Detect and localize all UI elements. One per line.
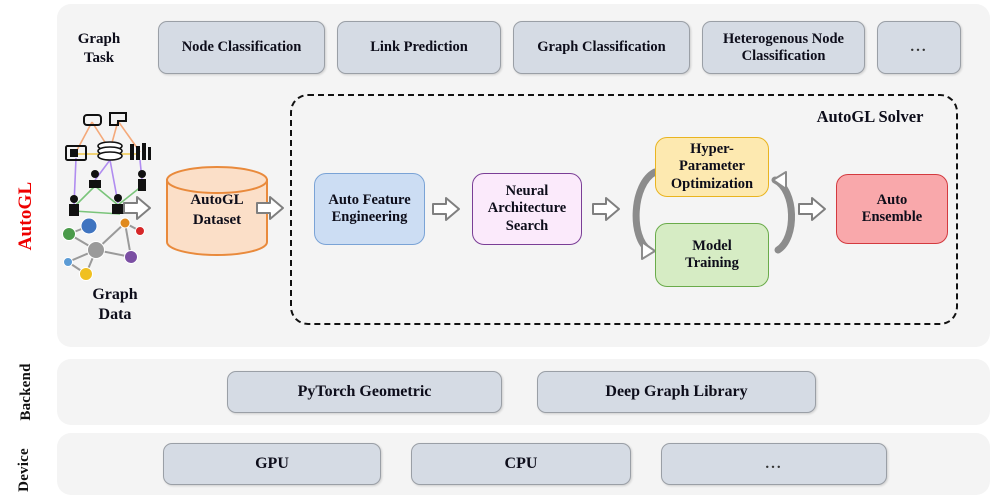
task-chip-heterogenous-node-classification[interactable]: Heterogenous Node Classification	[702, 21, 865, 74]
arrow-right-icon-dataset-to-solver	[255, 193, 285, 223]
device-side-label: Device	[16, 448, 32, 492]
stage-auto-feature-engineering[interactable]: Auto Feature Engineering	[314, 173, 425, 245]
heterogeneous-graph-icon	[58, 108, 170, 233]
backend-chip-label: Deep Graph Library	[605, 383, 748, 401]
task-chip-label: ...	[910, 39, 928, 56]
graph-data-caption: Graph Data	[55, 285, 175, 325]
loop-arrow-right-icon	[766, 158, 806, 268]
framework-side-label: AutoGL	[15, 181, 36, 251]
device-chip-more[interactable]: ...	[661, 443, 887, 485]
stage-neural-architecture-search[interactable]: Neural Architecture Search	[472, 173, 582, 245]
device-chip-cpu[interactable]: CPU	[411, 443, 631, 485]
task-chip-link-prediction[interactable]: Link Prediction	[337, 21, 501, 74]
loop-arrow-left-icon	[622, 158, 662, 268]
arrow-right-icon-afe-to-nas	[431, 194, 461, 224]
graph-task-caption-line1: Graph	[77, 31, 121, 47]
device-chip-label: GPU	[255, 455, 289, 473]
stage-label-line2: Parameter	[678, 158, 745, 175]
graph-data-caption-line1: Graph	[92, 286, 138, 303]
stage-label-line2: Engineering	[331, 209, 408, 225]
stage-model-training[interactable]: Model Training	[655, 223, 769, 287]
task-chip-node-classification[interactable]: Node Classification	[158, 21, 325, 74]
stage-label-line3: Search	[505, 217, 549, 234]
device-chip-label: ...	[765, 455, 783, 472]
stage-label-line1: Model	[692, 237, 732, 254]
backend-chip-label: PyTorch Geometric	[297, 383, 432, 401]
stage-auto-ensemble[interactable]: Auto Ensemble	[836, 174, 948, 244]
autogl-solver-boundary	[290, 94, 958, 325]
autogl-dataset-cylinder	[163, 166, 271, 256]
arrow-right-icon-nas-to-loop	[591, 194, 621, 224]
task-chip-label: Node Classification	[181, 39, 302, 56]
graph-task-caption: Graph Task	[63, 30, 135, 68]
stage-label-line1: Auto Feature	[328, 191, 411, 208]
stage-label-line1: Neural	[505, 182, 549, 199]
backend-chip-pytorch-geometric[interactable]: PyTorch Geometric	[227, 371, 502, 413]
backend-panel	[57, 359, 990, 425]
task-chip-more[interactable]: ...	[877, 21, 961, 74]
graph-node-link-icon	[52, 212, 172, 292]
autogl-solver-title: AutoGL Solver	[816, 107, 924, 126]
stage-label-line2: Training	[685, 255, 739, 271]
backend-side-label: Backend	[18, 363, 34, 421]
graph-data-caption-line2: Data	[98, 306, 132, 323]
stage-label-line1: Hyper-	[690, 140, 734, 157]
task-chip-graph-classification[interactable]: Graph Classification	[513, 21, 690, 74]
stage-label-line2: Ensemble	[861, 209, 923, 225]
task-chip-label: Link Prediction	[370, 39, 468, 56]
stage-label-line3: Optimization	[670, 175, 754, 192]
stage-label-line2: Architecture	[487, 200, 567, 217]
backend-chip-deep-graph-library[interactable]: Deep Graph Library	[537, 371, 816, 413]
task-chip-label: Graph Classification	[537, 39, 666, 56]
graph-task-caption-line2: Task	[83, 49, 115, 66]
task-chip-label: Heterogenous Node Classification	[723, 31, 844, 64]
device-chip-label: CPU	[504, 455, 538, 473]
stage-label-line1: Auto	[876, 191, 908, 208]
stage-hyper-parameter-optimization[interactable]: Hyper- Parameter Optimization	[655, 137, 769, 197]
arrow-right-icon-data-to-dataset	[122, 193, 152, 223]
device-chip-gpu[interactable]: GPU	[163, 443, 381, 485]
arrow-right-icon-loop-to-ensemble	[797, 194, 827, 224]
